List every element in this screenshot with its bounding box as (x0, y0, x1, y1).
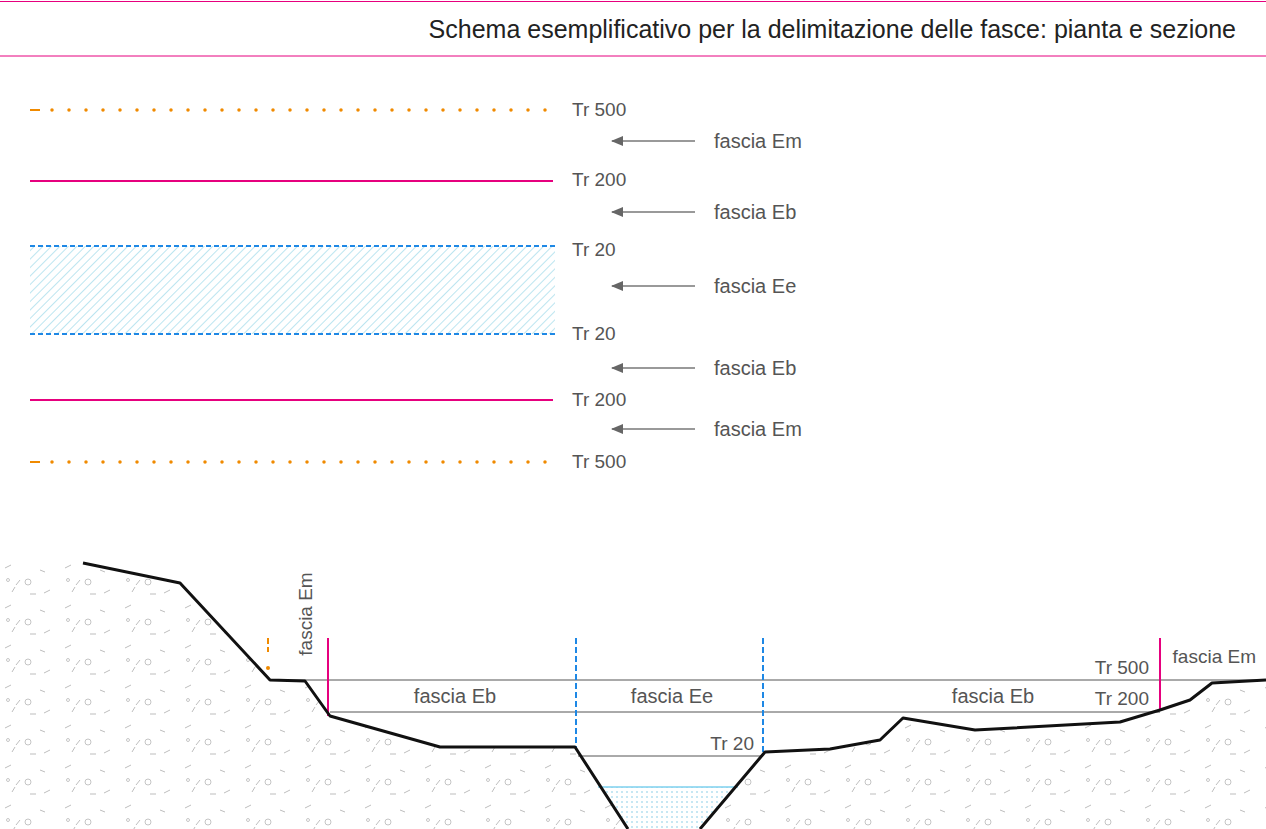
band-label: fascia Em (712, 418, 804, 440)
band-label: fascia Ee (712, 275, 798, 297)
return-period-label: Tr 200 (1093, 689, 1151, 710)
return-period-label: Tr 200 (570, 390, 628, 411)
band-label: fascia Eb (712, 357, 798, 379)
return-period-label: Tr 20 (570, 324, 618, 345)
return-period-label: Tr 500 (1093, 658, 1151, 679)
return-period-label: Tr 500 (570, 100, 628, 121)
return-period-label: Tr 20 (570, 240, 618, 261)
band-label: fascia Ee (629, 685, 715, 707)
band-label: fascia Eb (950, 685, 1036, 707)
band-label: fascia Eb (712, 201, 798, 223)
band-label: fascia Em (1171, 647, 1258, 668)
return-period-label: Tr 200 (570, 170, 628, 191)
return-period-label: Tr 20 (708, 734, 756, 755)
band-label: fascia Em (296, 570, 317, 657)
band-label: fascia Eb (412, 685, 498, 707)
band-label: fascia Em (712, 130, 804, 152)
diagram-title: Schema esemplificativo per la delimitazi… (427, 16, 1238, 44)
return-period-label: Tr 500 (570, 452, 628, 473)
